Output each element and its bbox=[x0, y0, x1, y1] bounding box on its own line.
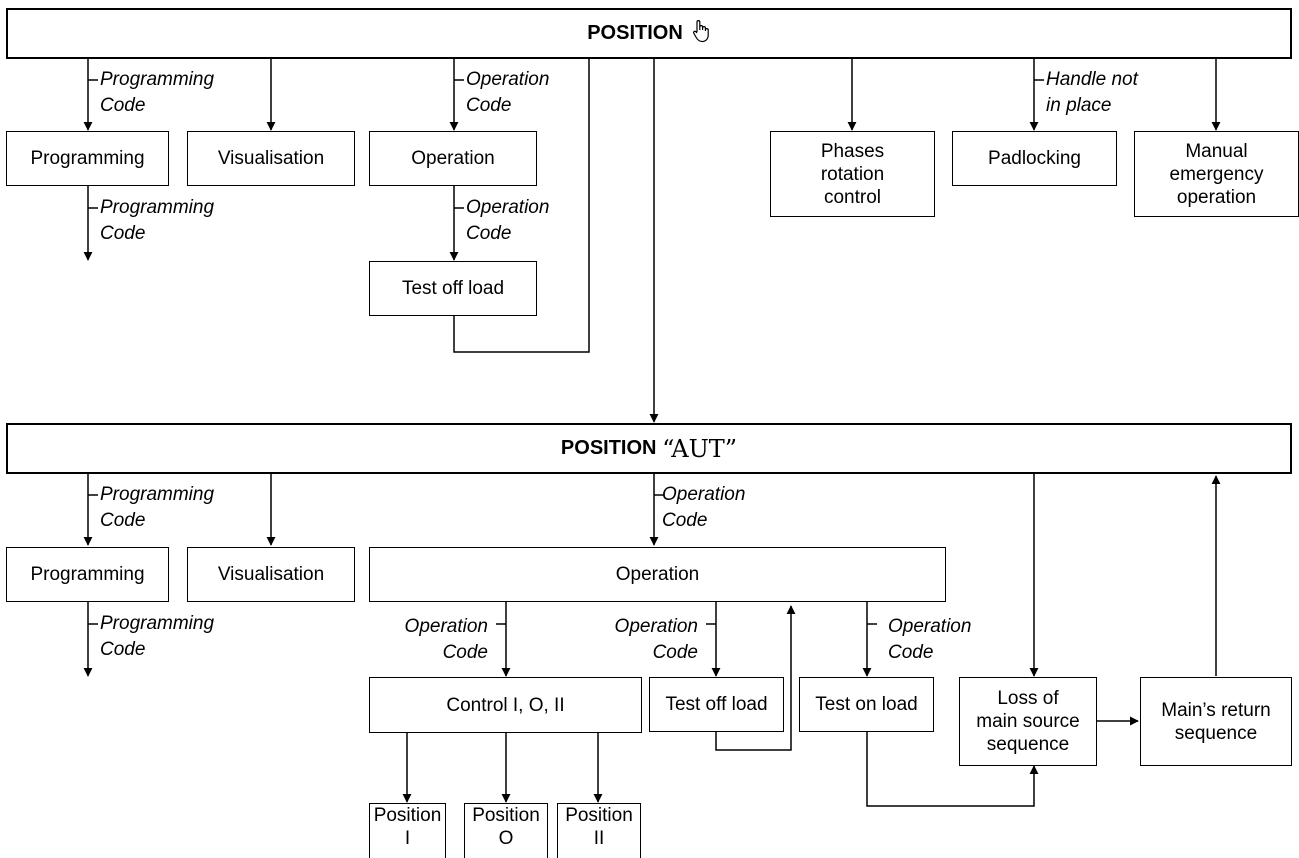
position-manual-banner: POSITION bbox=[6, 8, 1292, 59]
banner-title: POSITION bbox=[587, 22, 683, 44]
box-loss-of-main-source-sequence: Loss of main source sequence bbox=[959, 677, 1097, 766]
box-label: Programming bbox=[30, 148, 145, 169]
box-label: Visualisation bbox=[217, 148, 325, 169]
box-label: Loss of main source sequence bbox=[976, 688, 1080, 755]
box-test-on-load: Test on load bbox=[799, 677, 934, 732]
label-handle-not-in-place: Handle not in place bbox=[1046, 69, 1138, 116]
box-manual-emergency-operation: Manual emergency operation bbox=[1134, 131, 1299, 217]
box-label: Position I bbox=[373, 805, 442, 849]
box-label: Test on load bbox=[815, 694, 918, 715]
return-testoff-to-top bbox=[453, 58, 590, 353]
box-label: Padlocking bbox=[988, 148, 1081, 169]
label-programming-code: Programming Code bbox=[100, 484, 215, 531]
box-padlocking: Padlocking bbox=[952, 131, 1117, 186]
label-programming-code: Programming Code bbox=[100, 197, 215, 244]
label-operation-code: Operation Code bbox=[466, 197, 550, 244]
box-visualisation: Visualisation bbox=[187, 131, 355, 186]
label-operation-code: Operation Code bbox=[614, 616, 698, 663]
box-label: Operation bbox=[411, 148, 495, 169]
box-label: Operation bbox=[615, 564, 700, 585]
box-visualisation: Visualisation bbox=[187, 547, 355, 602]
box-phases-rotation-control: Phases rotation control bbox=[770, 131, 935, 217]
box-test-off-load: Test off load bbox=[649, 677, 784, 732]
box-position-o: Position O bbox=[464, 803, 548, 858]
hand-pointer-icon bbox=[691, 19, 711, 49]
box-label: Position II bbox=[565, 805, 633, 849]
label-operation-code: Operation Code bbox=[404, 616, 488, 663]
box-position-ii: Position II bbox=[557, 803, 641, 858]
box-mains-return-sequence: Main’s return sequence bbox=[1140, 677, 1292, 766]
box-label: Position O bbox=[472, 805, 540, 849]
label-programming-code: Programming Code bbox=[100, 69, 215, 116]
banner-title: POSITION bbox=[560, 437, 657, 459]
box-label: Manual emergency operation bbox=[1169, 140, 1264, 208]
label-operation-code: Operation Code bbox=[466, 69, 550, 116]
box-position-i: Position I bbox=[369, 803, 446, 858]
box-label: Visualisation bbox=[217, 564, 325, 585]
box-operation: Operation bbox=[369, 547, 946, 602]
banner-mode: “AUT” bbox=[662, 434, 738, 463]
return-testoff-to-operation bbox=[715, 605, 796, 751]
box-control-i-o-ii: Control I, O, II bbox=[369, 677, 642, 733]
teston-to-loss bbox=[866, 732, 1039, 807]
box-label: Test off load bbox=[401, 278, 505, 299]
box-programming: Programming bbox=[6, 131, 169, 186]
box-label: Phases rotation control bbox=[820, 140, 885, 208]
box-label: Control I, O, II bbox=[446, 694, 565, 716]
box-programming: Programming bbox=[6, 547, 169, 602]
position-aut-banner: POSITION “AUT” bbox=[6, 423, 1292, 474]
box-label: Test off load bbox=[665, 694, 768, 715]
box-operation: Operation bbox=[369, 131, 537, 186]
box-test-off-load: Test off load bbox=[369, 261, 537, 316]
label-operation-code: Operation Code bbox=[888, 616, 972, 663]
box-label: Main’s return sequence bbox=[1161, 699, 1271, 744]
label-programming-code: Programming Code bbox=[100, 613, 215, 660]
label-operation-code: Operation Code bbox=[662, 484, 746, 531]
box-label: Programming bbox=[30, 564, 145, 585]
